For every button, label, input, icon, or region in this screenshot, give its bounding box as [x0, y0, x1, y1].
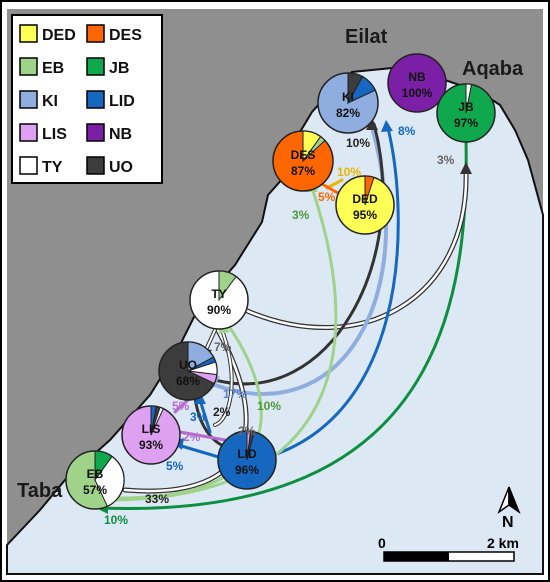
- north-label: N: [502, 514, 514, 531]
- scale-bar-fill: [384, 552, 449, 561]
- pie-percent-ty: 90%: [207, 303, 231, 317]
- flow-label-ki-uo: 17%: [223, 387, 247, 401]
- legend-label-lis: LIS: [42, 126, 67, 143]
- legend-label-lid: LID: [109, 93, 135, 110]
- pie-label-ki: KI: [342, 90, 354, 104]
- place-label-aqaba: Aqaba: [462, 58, 524, 80]
- pie-percent-jb: 97%: [454, 116, 478, 130]
- pie-label-des: DES: [291, 148, 316, 162]
- pie-percent-uo: 68%: [176, 374, 200, 388]
- legend-label-des: DES: [109, 27, 142, 44]
- pie-ded: DED 95%: [335, 175, 395, 235]
- pie-markers: KI 82% NB 100% JB 97% DES 87% DED 95% TY 90% UO 68% LI…: [65, 53, 496, 510]
- pie-slice-lid-uo: [246, 430, 255, 461]
- legend-label-ki: KI: [42, 93, 58, 110]
- flow-label-eb-ty: 10%: [257, 399, 281, 413]
- flow-label-ty-eb: 33%: [145, 492, 169, 506]
- place-label-taba: Taba: [17, 480, 63, 502]
- flow-line-lis-lid: [178, 430, 227, 442]
- place-label-eilat: Eilat: [345, 26, 388, 48]
- legend-swatch-ki: [19, 90, 38, 109]
- pie-label-ded: DED: [352, 192, 378, 206]
- flow-line-lid-lis: [176, 443, 224, 460]
- pie-uo: UO 68%: [158, 341, 218, 401]
- legend-swatch-lid: [86, 90, 105, 109]
- flow-label-uo-ki: 10%: [346, 136, 370, 150]
- legend-swatch-des: [86, 24, 105, 43]
- pie-slice-des-eb: [302, 136, 326, 162]
- flow-label-eb-des: 3%: [292, 208, 310, 222]
- pie-slice-nb-self: [387, 53, 447, 113]
- flow-label-lid-lis: 5%: [166, 459, 184, 473]
- pie-percent-eb: 57%: [83, 483, 107, 497]
- pie-slice-lis-ty: [150, 406, 165, 436]
- pie-jb: JB 97%: [436, 83, 496, 143]
- flow-label-lis-lid: 2%: [183, 430, 201, 444]
- pie-slice-ki-lid: [346, 76, 376, 105]
- flow-label-ty-lis: 2%: [238, 424, 256, 438]
- flow-label-jb-eb: 10%: [104, 513, 128, 527]
- pie-eb: EB 57%: [65, 450, 125, 510]
- pie-slice-uo-lis: [187, 370, 218, 385]
- legend-label-nb: NB: [109, 126, 132, 143]
- legend-swatch-uo: [86, 156, 105, 175]
- legend-label-ded: DED: [42, 27, 76, 44]
- legend-swatch-eb: [19, 57, 38, 76]
- pie-percent-lis: 93%: [139, 438, 163, 452]
- pie-slice-ded-des: [364, 175, 375, 206]
- pie-lis: LIS 93%: [121, 405, 181, 465]
- north-arrow-icon: N: [497, 486, 521, 531]
- pie-slice-eb-ty: [94, 455, 125, 507]
- legend-swatch-ded: [19, 24, 38, 43]
- pie-nb: NB 100%: [387, 53, 447, 113]
- legend-label-eb: EB: [42, 60, 64, 77]
- legend-label-uo: UO: [109, 159, 133, 176]
- flow-lines: [98, 122, 469, 511]
- legend: DED DES EB JB KI LID LIS NB TY UO: [11, 14, 163, 184]
- pie-label-uo: UO: [179, 358, 197, 372]
- pie-ty: TY 90%: [189, 270, 249, 330]
- pie-label-eb: EB: [87, 467, 104, 481]
- scale-end-label: 2 km: [487, 535, 519, 551]
- legend-swatch-nb: [86, 123, 105, 142]
- pie-percent-nb: 100%: [402, 86, 433, 100]
- pie-lid: LID 96%: [217, 430, 277, 490]
- pie-slice-ty-eb: [218, 270, 237, 302]
- flow-line-lid-uo: [198, 398, 212, 434]
- flow-label-ty-jb: 3%: [437, 153, 455, 167]
- pie-label-nb: NB: [408, 70, 426, 84]
- legend-swatch-jb: [86, 57, 105, 76]
- legend-label-jb: JB: [109, 60, 129, 77]
- pie-slice-jb-ty: [465, 83, 473, 114]
- pie-percent-lid: 96%: [235, 463, 259, 477]
- legend-swatch-ty: [19, 156, 38, 175]
- flow-label-ty-uo: 7%: [214, 340, 232, 354]
- pie-percent-ki: 82%: [336, 106, 360, 120]
- flow-label-ded-des: 10%: [337, 165, 361, 179]
- flow-label-uo-lis: 2%: [213, 405, 231, 419]
- scale-start-label: 0: [378, 535, 386, 551]
- pie-label-lis: LIS: [142, 422, 161, 436]
- flow-label-lis-uo: 5%: [172, 399, 190, 413]
- pie-label-ty: TY: [211, 287, 226, 301]
- legend-swatch-lis: [19, 123, 38, 142]
- legend-label-ty: TY: [42, 159, 63, 176]
- flow-label-des-ded: 5%: [318, 190, 336, 204]
- pie-percent-des: 87%: [291, 164, 315, 178]
- scale-bar: 0 2 km: [378, 535, 519, 562]
- flow-labels: 10% 8% 3% 10% 5% 3% 7% 17% 5% 3% 2% 2% 2…: [104, 124, 455, 527]
- flow-label-lid-ki: 8%: [398, 124, 416, 138]
- flow-line-lid-ki: [246, 126, 400, 464]
- pie-des: DES 87%: [272, 130, 334, 192]
- flow-line-uo-ki: [213, 122, 385, 386]
- flow-label-lid-uo: 3%: [190, 410, 208, 424]
- pie-label-lid: LID: [237, 447, 257, 461]
- pie-percent-ded: 95%: [353, 208, 377, 222]
- pie-ki: KI 82%: [317, 72, 379, 134]
- pie-label-jb: JB: [458, 100, 474, 114]
